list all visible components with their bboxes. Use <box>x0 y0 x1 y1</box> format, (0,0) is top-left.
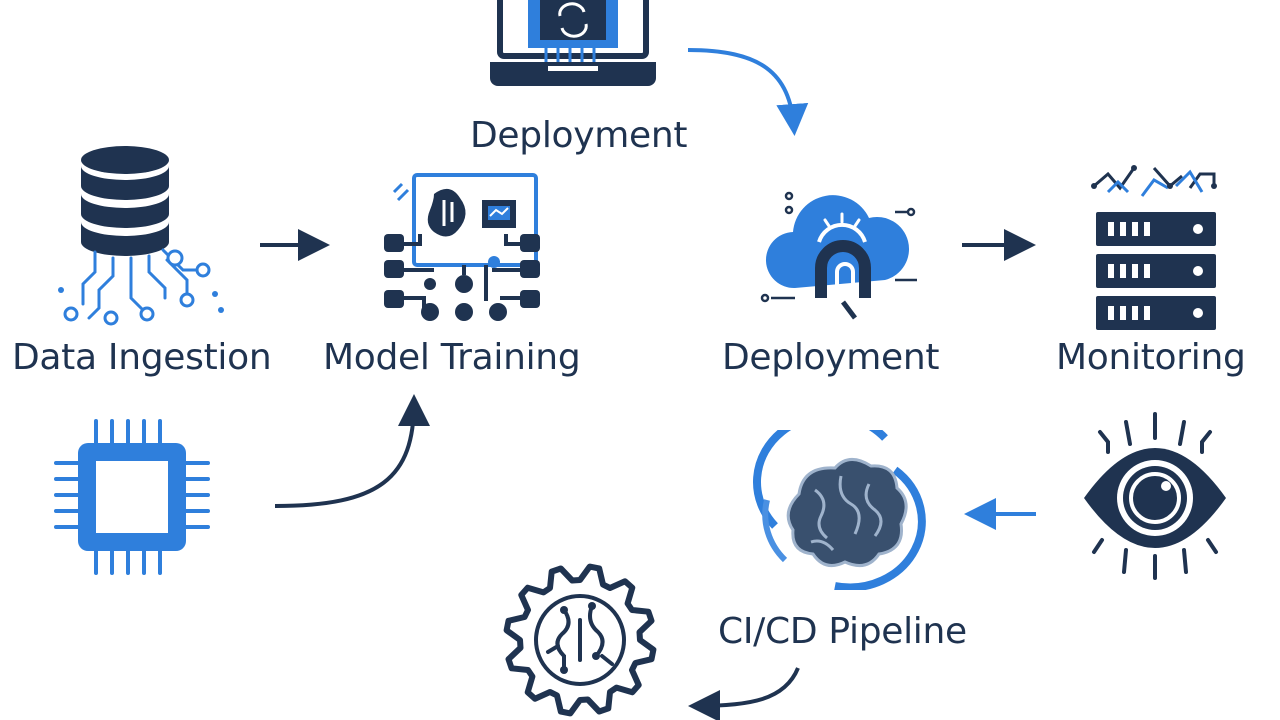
arrow-cicd-to-gear <box>688 667 800 720</box>
monitoring-label: Monitoring <box>1056 337 1246 378</box>
arrow-deployment-top-to-deployment <box>687 48 809 136</box>
data-ingestion-label: Data Ingestion <box>12 337 272 378</box>
database-icon <box>58 146 224 326</box>
arrow-chip-to-training <box>274 394 430 508</box>
eye-icon <box>1084 412 1226 580</box>
deployment-label: Deployment <box>722 337 940 378</box>
gear-icon <box>503 563 657 717</box>
cloud-upload-icon <box>760 191 917 320</box>
cpu-chip-icon <box>54 419 210 575</box>
server-rack-icon <box>1091 165 1217 330</box>
deployment-top-label: Deployment <box>470 115 688 156</box>
circuit-board-icon <box>384 173 540 321</box>
model-training-label: Model Training <box>323 337 581 378</box>
brain-cycle-icon <box>753 430 926 590</box>
laptop-chip-icon <box>490 0 656 86</box>
cicd-pipeline-label: CI/CD Pipeline <box>718 611 967 652</box>
